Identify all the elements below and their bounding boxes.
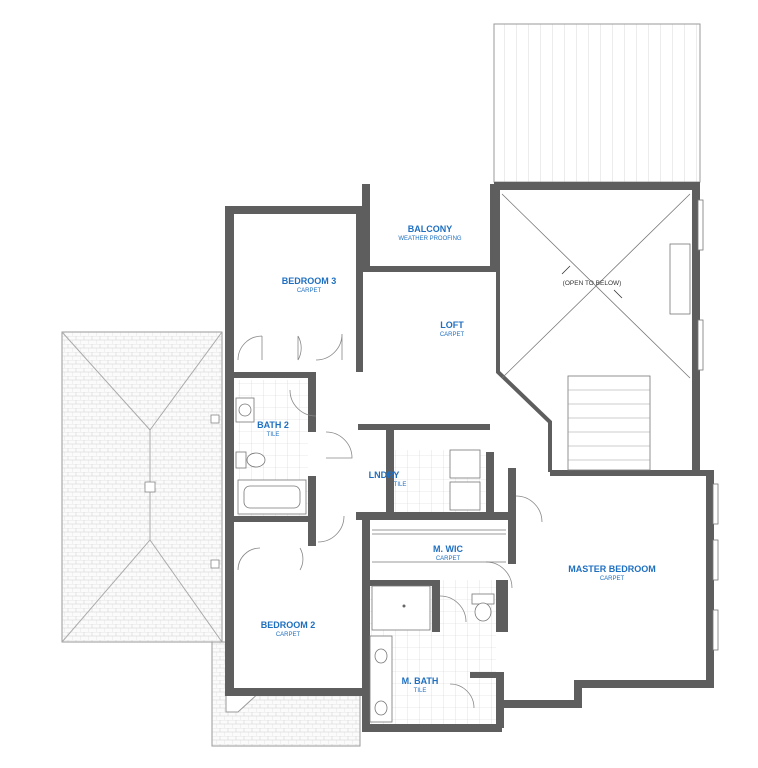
windows (697, 199, 719, 651)
mbath-toilet (471, 593, 495, 622)
top-deck-roof (493, 23, 701, 183)
mbath-vanity (369, 635, 393, 723)
loft-name: LOFT (440, 320, 464, 330)
loft-floor: CARPET (440, 332, 465, 338)
mbath-floor: TILE (414, 688, 427, 694)
bath2-floor: TILE (267, 432, 280, 438)
bath2-toilet (235, 451, 266, 469)
bath2-tub (237, 479, 307, 515)
fixtures (235, 397, 506, 723)
open-to-below (501, 193, 691, 471)
mwic-name: M. WIC (433, 544, 463, 554)
room-labels: BEDROOM 3 CARPET BALCONY WEATHER PROOFIN… (257, 224, 656, 694)
balcony-name: BALCONY (408, 224, 453, 234)
left-roof (61, 331, 223, 643)
bedroom2-name: BEDROOM 2 (261, 620, 316, 630)
interior-walls (234, 190, 552, 678)
exterior-walls (225, 182, 714, 732)
bedroom2-floor: CARPET (276, 632, 301, 638)
bedroom3-name: BEDROOM 3 (282, 276, 337, 286)
stairs (567, 375, 651, 471)
lndry-floor: TILE (394, 482, 407, 488)
bedroom3-floor: CARPET (297, 288, 322, 294)
bath2-name: BATH 2 (257, 420, 289, 430)
mbath-shower (371, 585, 431, 631)
master-bedroom-floor: CARPET (600, 576, 625, 582)
master-bedroom-name: MASTER BEDROOM (568, 564, 656, 574)
laundry-machines (449, 449, 481, 511)
balcony-floor: WEATHER PROOFING (398, 236, 462, 242)
mwic-floor: CARPET (436, 556, 461, 562)
open-to-below-note: (OPEN TO BELOW) (563, 280, 622, 287)
mbath-name: M. BATH (402, 676, 439, 686)
bath2-sink (235, 397, 255, 423)
doors (237, 333, 543, 709)
lndry-name: LNDRY (369, 470, 400, 480)
